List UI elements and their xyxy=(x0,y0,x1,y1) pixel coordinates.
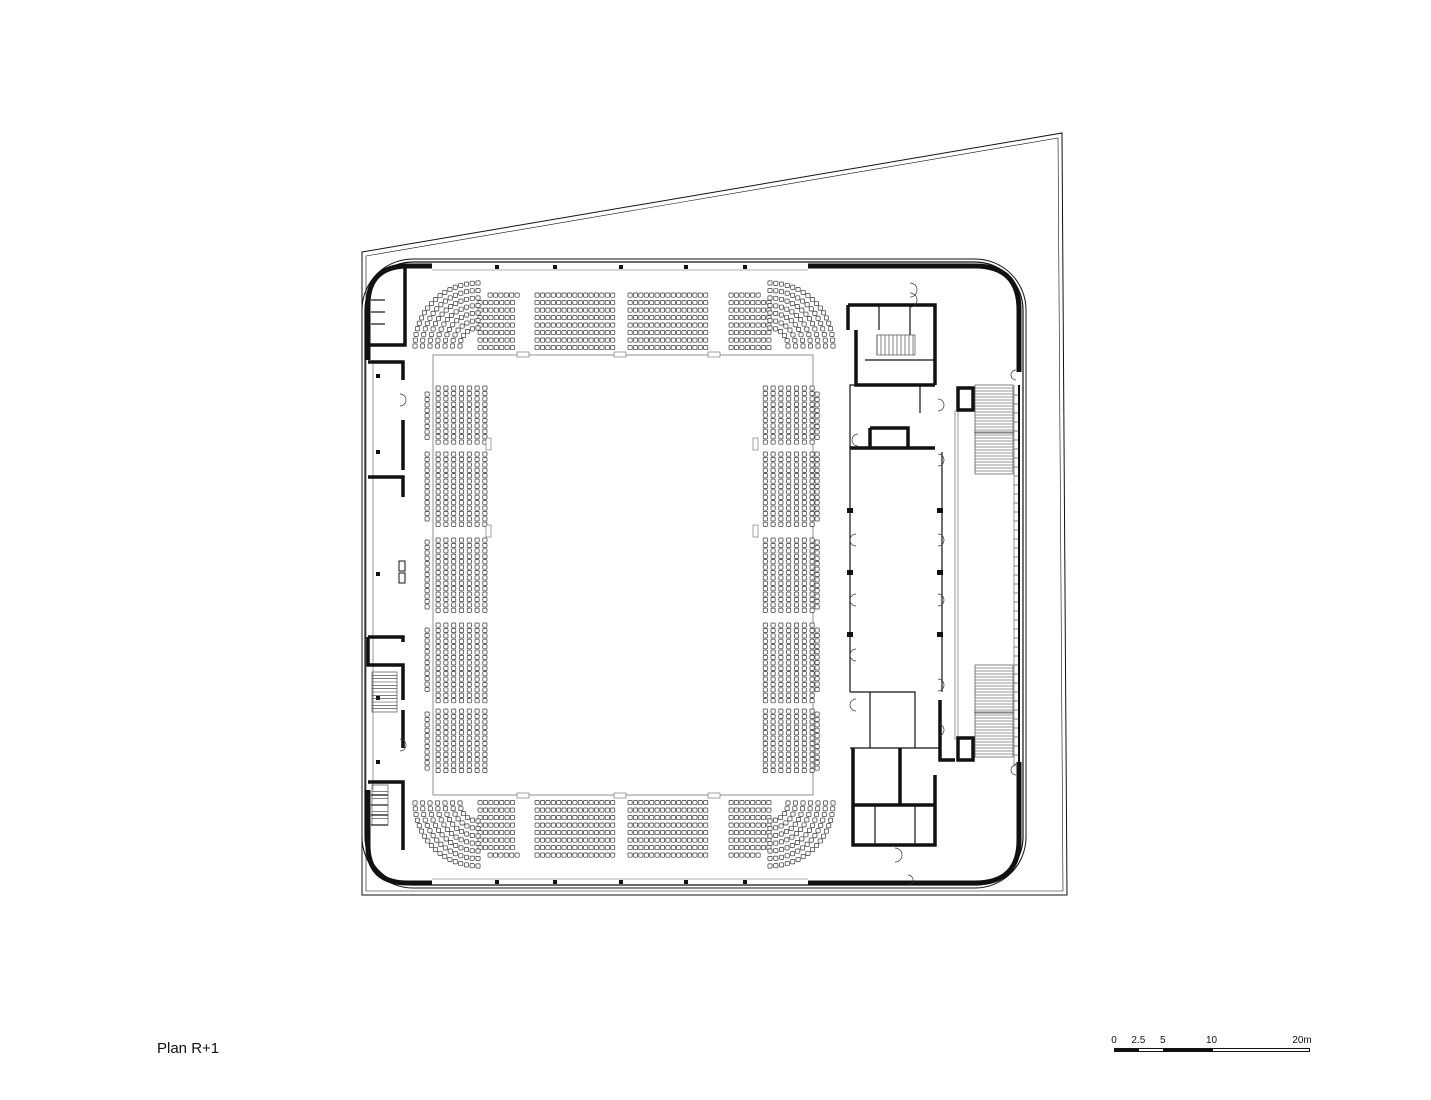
plan-title: Plan R+1 xyxy=(157,1040,220,1057)
scale-segment xyxy=(1138,1048,1164,1052)
scale-segment xyxy=(1162,1048,1213,1052)
scale-segment xyxy=(1114,1048,1140,1052)
scale-label: 20m xyxy=(1292,1035,1312,1046)
scale-label: 5 xyxy=(1159,1035,1166,1046)
building-shell xyxy=(361,258,1027,889)
scale-label: 10 xyxy=(1205,1035,1218,1046)
scale-label: 2.5 xyxy=(1131,1035,1146,1046)
scale-label: 0 xyxy=(1111,1035,1117,1046)
scale-segment xyxy=(1211,1048,1310,1052)
arena-seating xyxy=(412,280,836,869)
service-rooms xyxy=(366,268,1017,886)
scale-bar: 0 2.5 5 10 20m xyxy=(1110,1035,1325,1059)
stairs xyxy=(371,334,1014,826)
